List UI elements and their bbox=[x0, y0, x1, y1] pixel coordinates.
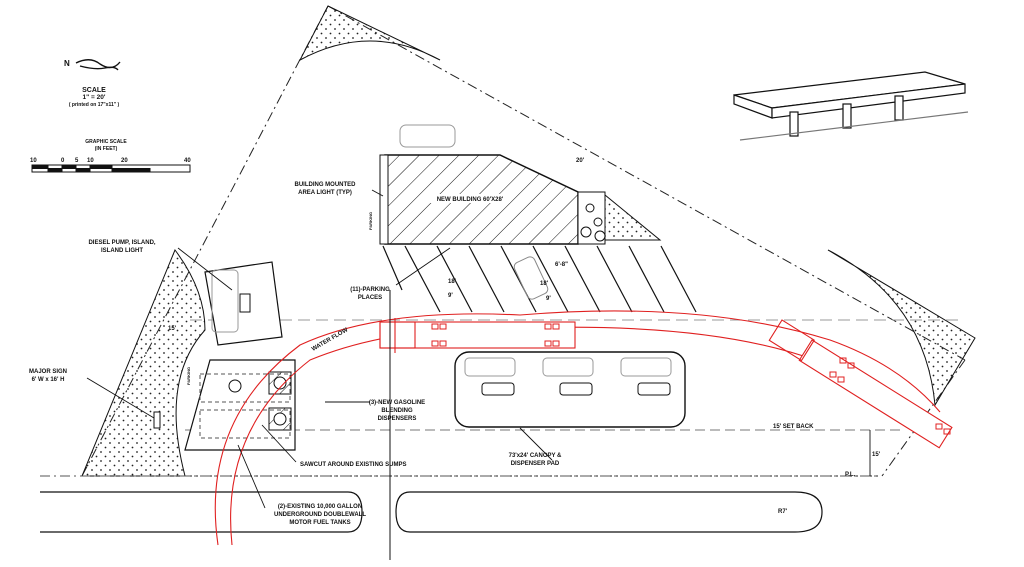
building-light-label-2: AREA LIGHT (TYP) bbox=[298, 190, 352, 196]
tank-pad bbox=[184, 359, 296, 451]
canopy bbox=[454, 351, 686, 428]
canopy-label-1: 73'x24' CANOPY & bbox=[509, 453, 562, 459]
pl-label: P.L. bbox=[845, 472, 856, 478]
scale-tick-1: 0 bbox=[61, 158, 65, 164]
scale-title: SCALE bbox=[82, 87, 106, 94]
dim-6-8: 6'-8" bbox=[555, 262, 568, 268]
parking-vertical-label: PARKING bbox=[368, 212, 373, 230]
canopy-label-2: DISPENSER PAD bbox=[511, 461, 560, 467]
graphic-scale-bar bbox=[31, 164, 191, 173]
major-sign-label-1: MAJOR SIGN bbox=[29, 369, 67, 375]
truck-turning-path bbox=[214, 310, 953, 546]
dim-15-right: 15' bbox=[872, 452, 881, 458]
parked-car bbox=[513, 256, 549, 300]
scale-tick-3: 10 bbox=[87, 158, 94, 164]
major-sign-label-2: 6' W x 16' H bbox=[32, 377, 65, 383]
parking-places-label-1: (11)-PARKING bbox=[350, 287, 390, 293]
graphic-scale-title: GRAPHIC SCALE bbox=[85, 139, 127, 145]
dim-15-left: 15' bbox=[168, 326, 177, 332]
tanks-label-3: MOTOR FUEL TANKS bbox=[289, 520, 350, 526]
scale-tick-5: 40 bbox=[184, 158, 191, 164]
major-sign bbox=[153, 411, 161, 429]
dispensers-label-2: BLENDING bbox=[381, 408, 413, 414]
new-building-label: NEW BUILDING 60'X28' bbox=[437, 197, 504, 203]
parking-vertical-label-2: PARKING bbox=[186, 367, 191, 385]
diesel-island bbox=[204, 261, 283, 346]
landscape-left bbox=[81, 248, 206, 477]
diesel-label-1: DIESEL PUMP, ISLAND, bbox=[88, 240, 155, 246]
road-left bbox=[40, 491, 363, 533]
scale-ratio: 1" = 20' bbox=[83, 94, 106, 101]
scale-printed: ( printed on 17"x11" ) bbox=[69, 102, 120, 108]
water-flow-label: WATER FLOW bbox=[311, 327, 349, 353]
landscape-building-corner bbox=[604, 193, 662, 241]
dim-20: 20' bbox=[576, 158, 585, 164]
dim-9-b: 9' bbox=[546, 296, 551, 302]
north-arrow-icon bbox=[75, 59, 121, 71]
canopy-isometric bbox=[733, 71, 969, 141]
diesel-label-2: ISLAND LIGHT bbox=[101, 248, 143, 254]
road-right bbox=[395, 491, 823, 533]
parking-stripes bbox=[382, 245, 697, 313]
sawcut-label: SAWCUT AROUND EXISTING SUMPS bbox=[300, 462, 406, 468]
dispensers-label-3: DISPENSERS bbox=[378, 416, 417, 422]
dispensers-label-1: (3)-NEW GASOLINE bbox=[369, 400, 425, 406]
dim-18-b: 18' bbox=[540, 281, 549, 287]
dim-9-a: 9' bbox=[448, 293, 453, 299]
scale-tick-0: 10 bbox=[30, 158, 37, 164]
north-label: N bbox=[64, 59, 70, 68]
parking-places-label-2: PLACES bbox=[358, 295, 382, 301]
scale-tick-2: 5 bbox=[75, 158, 79, 164]
setback-label: 15' SET BACK bbox=[773, 424, 814, 430]
tanks-label-2: UNDERGROUND DOUBLEWALL bbox=[274, 512, 366, 518]
truck-wheels bbox=[431, 323, 951, 435]
car-outline bbox=[399, 124, 456, 148]
leader-lines bbox=[86, 189, 871, 509]
building-light-label-1: BUILDING MOUNTED bbox=[295, 182, 357, 188]
landscape-top bbox=[298, 5, 441, 62]
building-label-bg bbox=[430, 194, 510, 203]
dim-18-a: 18' bbox=[448, 279, 457, 285]
tanks-label-1: (2)-EXISTING 10,000 GALLON bbox=[278, 504, 362, 510]
landscape-right bbox=[827, 249, 976, 407]
scale-tick-4: 20 bbox=[121, 158, 128, 164]
radius-label: R7' bbox=[778, 509, 788, 515]
graphic-scale-sub: (IN FEET) bbox=[95, 146, 118, 152]
